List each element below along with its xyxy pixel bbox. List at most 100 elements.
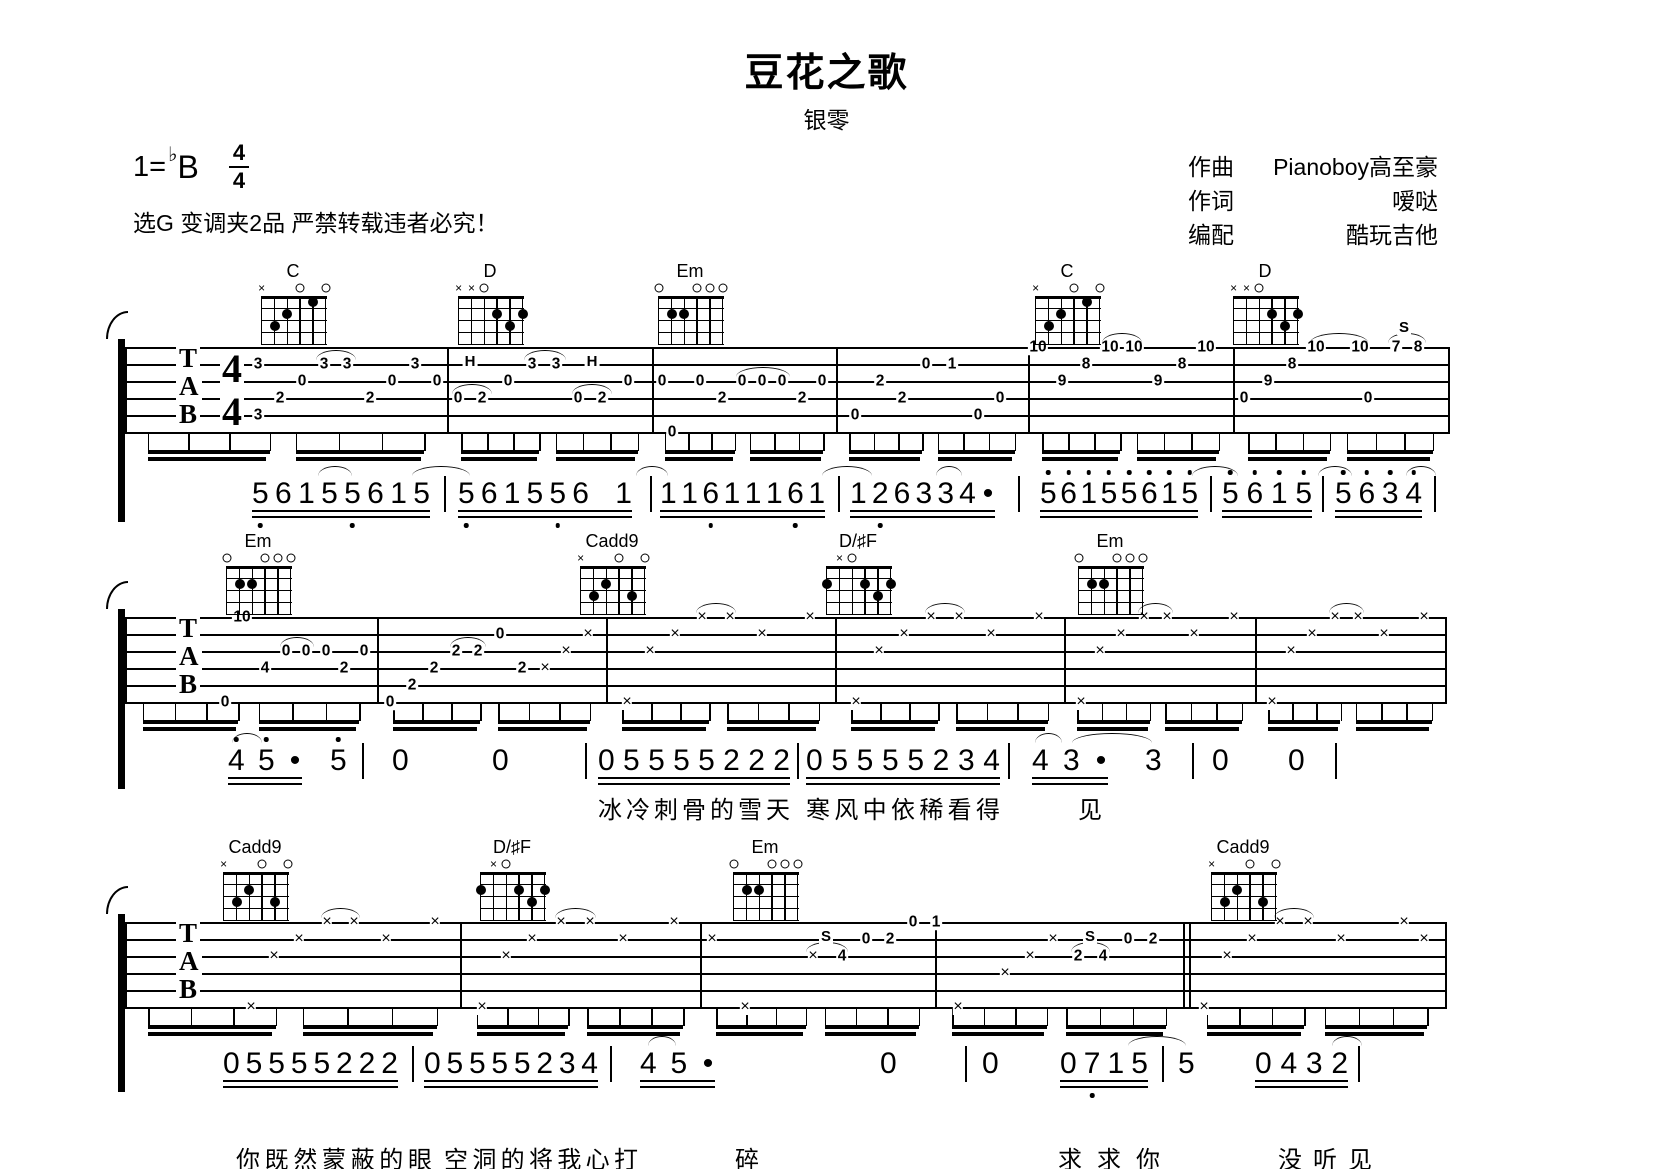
jianpu-number: 5 (856, 744, 874, 777)
barline (935, 922, 937, 1009)
beam-bar (622, 720, 710, 724)
note-stem (537, 1009, 540, 1026)
muted-note: × (739, 998, 751, 1015)
note-stem (1017, 704, 1019, 721)
tab-note: 0 (756, 372, 768, 390)
open-string-mark (705, 283, 715, 293)
jianpu-barline (838, 476, 840, 512)
tab-note: 0 (860, 930, 872, 948)
beam-bar (498, 727, 588, 731)
tab-note: 0 (907, 913, 919, 931)
octave-dot-below (555, 523, 560, 528)
jianpu-measure: 0 (492, 745, 512, 776)
beam-bar (148, 1032, 272, 1036)
jianpu-number: 5 (491, 1047, 509, 1080)
jianpu-number: 5 (468, 1047, 486, 1080)
note-stem (1271, 1009, 1274, 1026)
beam-bar (148, 1025, 276, 1029)
finger-dot (1232, 885, 1243, 895)
muted-string-mark: × (835, 551, 844, 565)
jianpu-tie-arc (318, 466, 352, 476)
chord-fret-line (580, 602, 646, 604)
chord-string-line (518, 872, 520, 920)
jianpu-underline (806, 782, 1000, 785)
tab-note: 2 (364, 389, 376, 407)
chord-string-line (1116, 566, 1118, 614)
chord-name: Cadd9 (1216, 837, 1270, 857)
muted-note: × (1094, 642, 1106, 659)
credit-row: 编配酷玩吉他 (1188, 218, 1438, 252)
chord-fret-line (480, 896, 546, 898)
finger-dot (626, 591, 637, 601)
chord-nut (1233, 296, 1299, 299)
chord-fret-line (1233, 332, 1299, 334)
note-stem (476, 1009, 479, 1026)
muted-note: × (668, 913, 680, 930)
note-stem (619, 1009, 621, 1026)
beam-bar (1136, 450, 1219, 454)
muted-note: × (617, 930, 629, 947)
beam-bar (1206, 1025, 1305, 1029)
tab-note: 2 (596, 389, 608, 407)
beam-bar (664, 457, 733, 461)
staff-line (125, 415, 1448, 417)
barline (1255, 617, 1257, 704)
tab-note: 10 (1027, 338, 1049, 356)
chord-string-line (1035, 296, 1037, 344)
tab-clef-letter: A (176, 643, 202, 670)
finger-dot (1257, 897, 1268, 907)
finger-dot (1279, 321, 1290, 331)
muted-string-mark: × (577, 551, 585, 565)
chord-fret-line (480, 920, 546, 922)
tab-note: 2 (476, 389, 488, 407)
note-stem (651, 704, 653, 721)
chord-fret-line (658, 320, 724, 322)
chord-diagram: Em (727, 838, 803, 924)
barline (125, 922, 127, 1009)
tab-note: 2 (896, 389, 908, 407)
chord-name: D (1258, 261, 1272, 281)
tie-arc (736, 367, 790, 377)
jianpu-number: 1 (1161, 470, 1178, 509)
beam-bar (824, 1032, 916, 1036)
jianpu-number: 5 (549, 478, 566, 528)
technique-label: S (1082, 928, 1098, 945)
muted-note: × (1138, 608, 1150, 625)
credit-value: 酷玩吉他 (1346, 222, 1438, 248)
tab-note: 0 (431, 372, 443, 390)
jianpu-number: 5 (623, 744, 640, 777)
jianpu-number: 4 (640, 1047, 657, 1080)
chord-fret-line (458, 344, 524, 346)
staff-line (125, 685, 1445, 687)
chord-name: Em (1096, 531, 1124, 551)
chord-fret-line (826, 590, 892, 592)
tab-clef-letter: A (176, 948, 202, 975)
jianpu-number: • (982, 477, 994, 510)
note-stem (539, 434, 541, 451)
jianpu-number: 3 (915, 477, 933, 510)
lyric-char: 的 (500, 1147, 525, 1169)
lyric-char: 洞 (472, 1147, 497, 1169)
open-string-mark (729, 859, 739, 869)
note-stem (1404, 434, 1406, 451)
tab-note: 4 (836, 947, 848, 965)
jianpu-number: 1 (765, 477, 783, 510)
jianpu-number: 1 (660, 477, 677, 510)
finger-dot (679, 309, 690, 319)
chord-fret-line (1078, 578, 1144, 580)
chord-string-line (733, 872, 735, 920)
muted-note: × (1302, 913, 1314, 930)
chord-nut (658, 296, 724, 299)
chord-nut (826, 566, 892, 569)
tab-note: 0 (816, 372, 828, 390)
muted-note: × (696, 608, 708, 625)
chord-string-line (1233, 296, 1235, 344)
tie-arc (1274, 908, 1314, 918)
chord-string-line (235, 872, 238, 920)
open-string-mark (479, 283, 489, 293)
beam-bar (727, 720, 819, 724)
beam-bar (1324, 1025, 1428, 1029)
chord-string-line (709, 296, 711, 344)
jianpu-number: 1 (850, 477, 867, 510)
tab-note: 0 (296, 372, 308, 390)
